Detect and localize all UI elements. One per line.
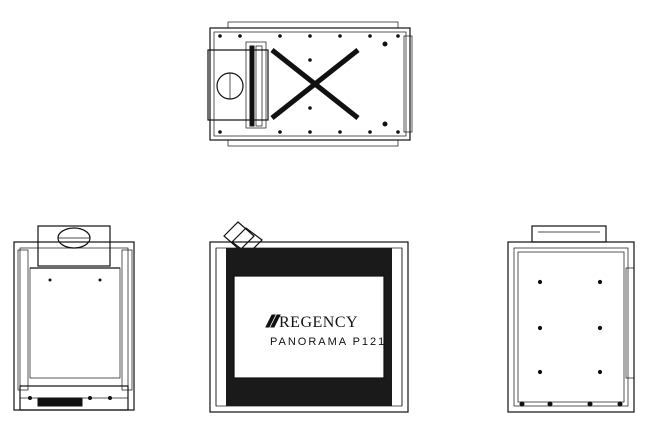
left-side-view: [13, 225, 135, 411]
glass-window: [233, 275, 385, 379]
brand-label: REGENCY: [279, 314, 358, 331]
front-view: REGENCY PANORAMA P121: [209, 221, 409, 413]
brand-swirl-icon: [265, 314, 281, 328]
model-label: PANORAMA P121: [270, 336, 386, 348]
top-view: [207, 21, 413, 147]
right-side-view: [507, 225, 635, 413]
